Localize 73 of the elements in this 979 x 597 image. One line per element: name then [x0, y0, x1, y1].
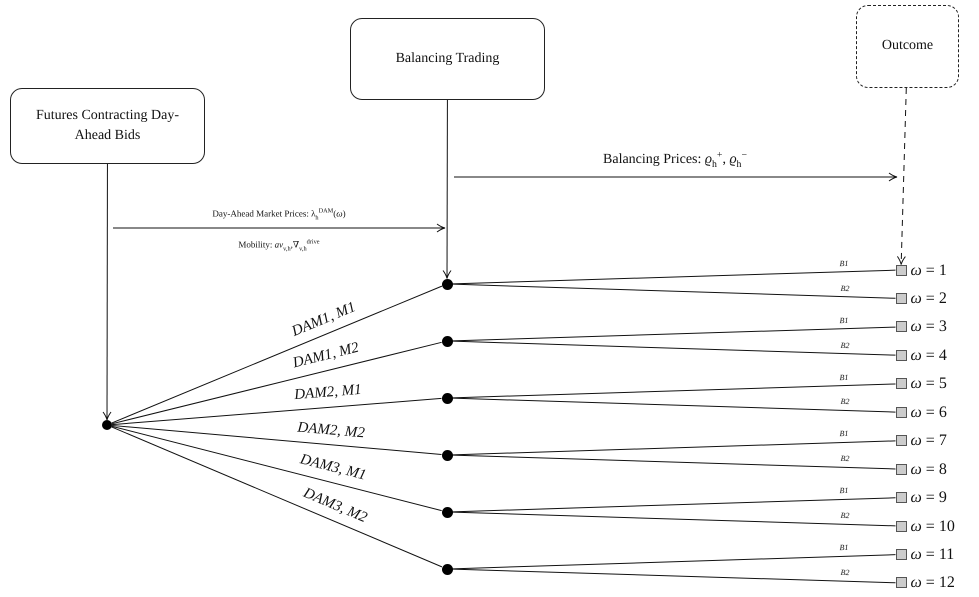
scenario-label: ω = 9 — [910, 490, 947, 506]
box-title: Balancing Trading — [396, 50, 500, 68]
box-title: Outcome — [882, 37, 934, 56]
tree-branch — [111, 398, 442, 426]
tree-node-dot — [442, 336, 452, 346]
tree-node-dot — [442, 392, 452, 404]
tree-branch — [452, 512, 896, 526]
scenario-label: ω = 5 — [910, 376, 947, 392]
scenario-square — [896, 464, 906, 475]
scenario-label: ω = 8 — [910, 462, 947, 478]
tree-branch — [111, 342, 442, 424]
edge-label: B2 — [840, 455, 850, 464]
tree-branch — [452, 383, 896, 398]
edge-label: B1 — [840, 316, 849, 325]
scenario-square — [896, 435, 906, 446]
tree-branch — [452, 454, 896, 470]
scenario-label: ω = 4 — [910, 348, 947, 364]
edge-label: DAM1, M1 — [290, 300, 358, 340]
tree-node-dot — [442, 506, 452, 518]
tree-node-dot — [102, 420, 112, 430]
scenario-label: ω = 1 — [910, 262, 947, 278]
tree-branch — [111, 426, 442, 512]
tree-branch — [111, 426, 442, 568]
tree-branch — [452, 554, 896, 570]
tree-branch — [452, 270, 896, 284]
scenario-square — [896, 292, 906, 304]
process-box — [350, 18, 545, 100]
tree-branch — [452, 398, 896, 413]
tree-node-dot — [442, 278, 452, 290]
scenario-label: ω = 6 — [910, 404, 947, 421]
edge-label: DAM2, M1 — [294, 383, 363, 404]
scenario-label: ω = 11 — [910, 547, 954, 563]
edge-label: B2 — [840, 341, 850, 350]
tree-branch — [452, 568, 896, 584]
edge-label: B2 — [840, 569, 850, 578]
edge-label: B2 — [840, 398, 850, 407]
scenario-label: ω = 3 — [910, 319, 947, 336]
edge-label: B1 — [840, 373, 849, 382]
tree-branch — [452, 497, 896, 512]
scenario-label: ω = 12 — [910, 575, 955, 592]
box-title: Futures Contracting Day-Ahead Bids — [34, 106, 180, 145]
scenario-label: ω = 10 — [910, 518, 955, 535]
process-box — [856, 5, 959, 88]
scenario-square — [896, 350, 906, 361]
tree-branch — [111, 286, 442, 424]
scenario-square — [896, 321, 906, 332]
tree-branch — [452, 440, 896, 456]
edge-label: B1 — [840, 430, 849, 439]
edge-label: DAM3, M1 — [298, 452, 368, 484]
scenario-square — [896, 406, 906, 418]
edge-label: DAM1, M2 — [292, 341, 361, 372]
edge-label: DAM2, M2 — [296, 420, 365, 442]
tree-branch — [452, 326, 896, 342]
scenario-label: ω = 7 — [910, 433, 947, 450]
scenario-square — [896, 520, 906, 532]
edge-label: B1 — [840, 260, 849, 268]
edge-label: B2 — [840, 512, 850, 520]
scenario-square — [896, 378, 906, 390]
scenario-square — [896, 492, 906, 504]
tree-branch — [111, 424, 442, 456]
edge-label: B1 — [840, 487, 849, 496]
tree-node-dot — [442, 450, 452, 460]
tree-branch — [452, 340, 896, 356]
edge-label: B2 — [840, 284, 850, 293]
scenario-square — [896, 264, 906, 276]
annotation-text: Day-Ahead Market Prices: λ$_{h}$$^{DAM}$(ω) — [212, 210, 346, 218]
edge-label: B1 — [840, 544, 849, 552]
tree-node-dot — [442, 564, 452, 574]
tree-branch — [452, 284, 896, 299]
scenario-square — [896, 577, 906, 588]
scenario-square — [896, 549, 906, 560]
scenario-label: ω = 2 — [910, 290, 947, 307]
process-box — [10, 88, 205, 164]
